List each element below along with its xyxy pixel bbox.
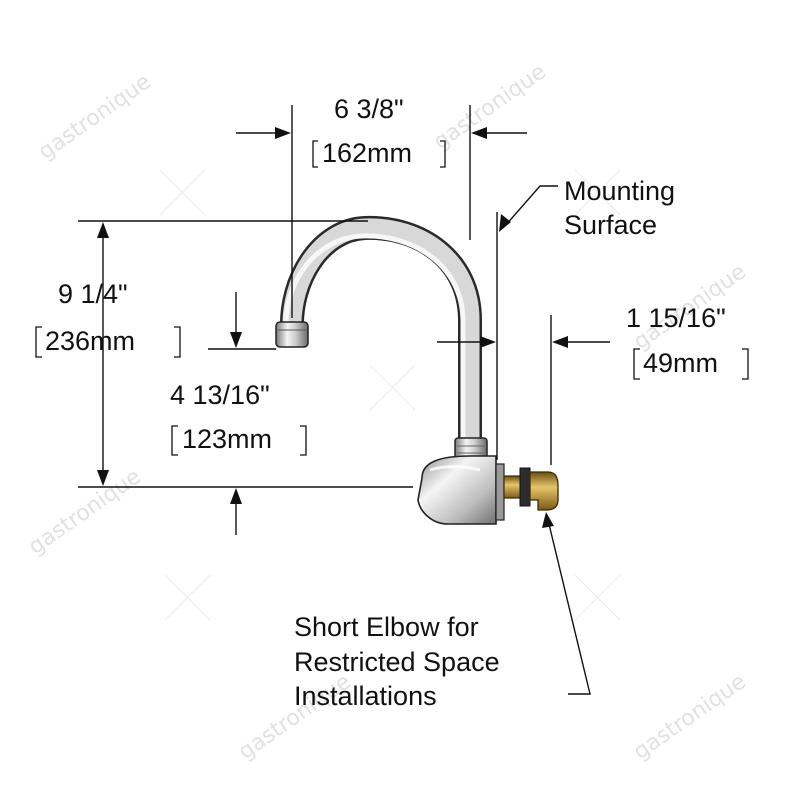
arrowheads [97,127,568,528]
dimension-lines [78,105,610,695]
outlet-height-metric: 123mm [182,424,272,454]
aerator-tip [275,321,309,348]
wall-flange [495,463,505,521]
short-elbow-line-2: Restricted Space [294,647,500,677]
short-elbow-leader [547,519,591,695]
watermark-text: gastronique [429,59,551,155]
watermark-text: gastronique [629,669,751,765]
reach-dimension: 6 3/8" 162mm [312,94,446,168]
watermark-text: gastronique [34,69,156,165]
short-elbow-callout: Short Elbow for Restricted Space Install… [294,612,500,711]
elbow-projection-imperial: 1 15/16" [626,303,726,333]
overall-height-imperial: 9 1/4" [58,279,128,309]
outlet-height-imperial: 4 13/16" [170,380,270,410]
reach-imperial: 6 3/8" [334,94,404,124]
short-elbow-line-1: Short Elbow for [294,612,479,642]
hex-nut [519,467,531,507]
short-elbow-line-3: Installations [294,681,437,711]
elbow-projection-dimension: 1 15/16" 49mm [626,303,749,380]
reach-metric: 162mm [322,138,412,168]
mounting-surface-callout: Mounting Surface [564,176,675,240]
mounting-surface-line-2: Surface [564,210,657,240]
mounting-surface-leader [504,185,558,227]
faucet-illustration [275,215,559,525]
elbow-projection-metric: 49mm [643,348,718,378]
short-elbow-fitting [529,471,559,511]
overall-height-metric: 236mm [45,326,135,356]
mounting-surface-line-1: Mounting [564,176,675,206]
overall-height-dimension: 9 1/4" 236mm [35,279,181,358]
outlet-height-dimension: 4 13/16" 123mm [170,380,307,456]
watermark-text: gastronique [24,464,146,560]
watermark-crosshatch [159,169,621,621]
